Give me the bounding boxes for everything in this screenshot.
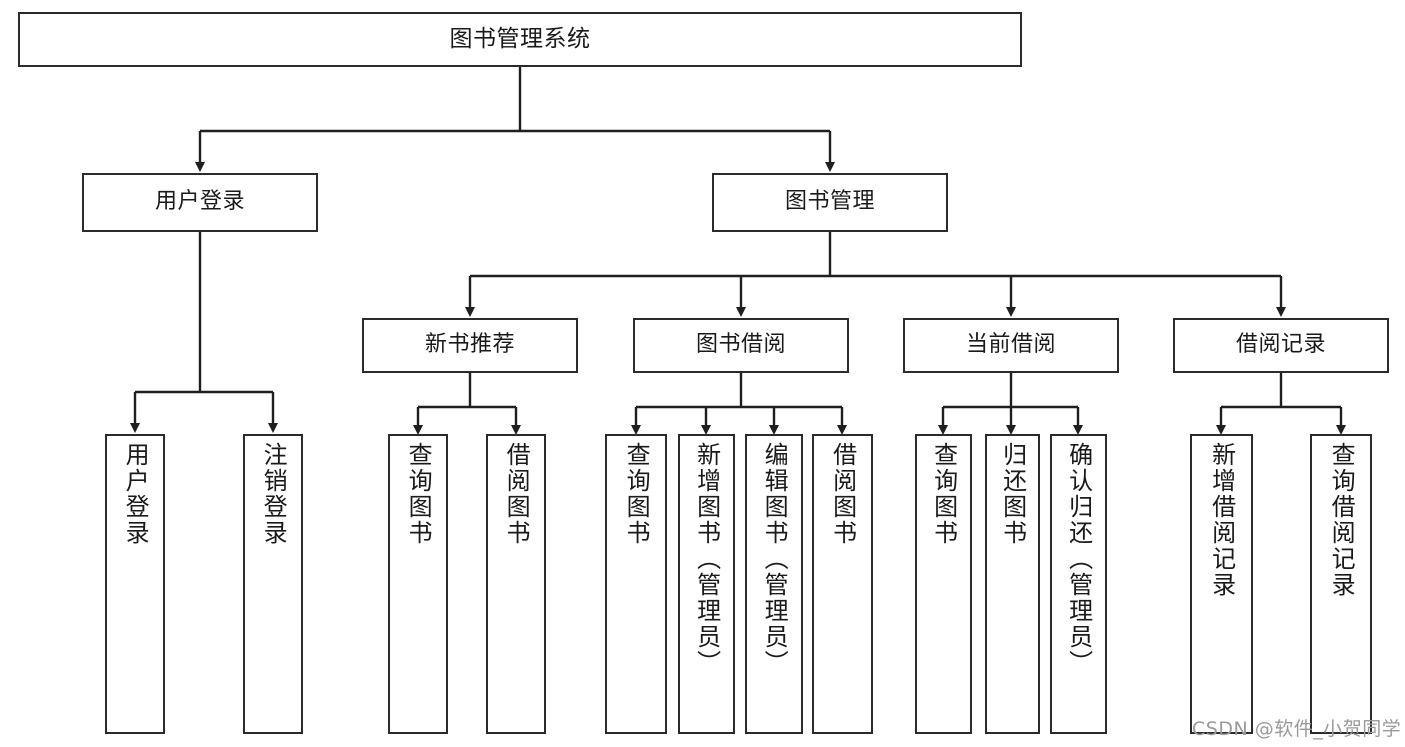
leaf-borrow-book-2[interactable]: 借阅图书 — [812, 434, 873, 734]
node-user-login[interactable]: 用户登录 — [82, 173, 318, 232]
leaf-query-book-1-label: 查询图书 — [404, 442, 433, 546]
leaf-query-record[interactable]: 查询借阅记录 — [1310, 434, 1372, 734]
leaf-edit-book-label: 编辑图书（管理员） — [760, 442, 789, 676]
node-new-book-recommend-label: 新书推荐 — [424, 332, 515, 358]
leaf-query-record-label: 查询借阅记录 — [1327, 442, 1356, 598]
leaf-query-book-3-label: 查询图书 — [929, 442, 958, 546]
node-book-manage[interactable]: 图书管理 — [712, 173, 948, 232]
node-root[interactable]: 图书管理系统 — [18, 12, 1022, 67]
leaf-return-book[interactable]: 归还图书 — [985, 434, 1040, 734]
leaf-query-book-3[interactable]: 查询图书 — [915, 434, 972, 734]
node-root-label: 图书管理系统 — [449, 25, 591, 52]
leaf-logout-label: 注销登录 — [259, 442, 288, 546]
leaf-borrow-book-2-label: 借阅图书 — [828, 442, 857, 546]
leaf-add-record[interactable]: 新增借阅记录 — [1190, 434, 1253, 734]
leaf-query-book-2[interactable]: 查询图书 — [605, 434, 667, 734]
node-borrow-record-label: 借阅记录 — [1235, 332, 1326, 358]
leaf-confirm-return[interactable]: 确认归还（管理员） — [1050, 434, 1107, 734]
node-book-manage-label: 图书管理 — [784, 189, 875, 215]
node-book-borrow-label: 图书借阅 — [695, 332, 786, 358]
leaf-confirm-return-label: 确认归还（管理员） — [1064, 442, 1093, 676]
node-new-book-recommend[interactable]: 新书推荐 — [362, 318, 578, 373]
leaf-add-record-label: 新增借阅记录 — [1207, 442, 1236, 598]
csdn-watermark: CSDN @软件_小贺同学 — [1192, 718, 1402, 740]
leaf-user-login-label: 用户登录 — [121, 442, 150, 546]
leaf-return-book-label: 归还图书 — [998, 442, 1027, 546]
node-book-borrow[interactable]: 图书借阅 — [633, 318, 849, 373]
node-current-borrow[interactable]: 当前借阅 — [903, 318, 1119, 373]
leaf-user-login[interactable]: 用户登录 — [105, 434, 165, 734]
node-current-borrow-label: 当前借阅 — [965, 332, 1056, 358]
leaf-query-book-2-label: 查询图书 — [622, 442, 651, 546]
leaf-logout[interactable]: 注销登录 — [243, 434, 303, 734]
node-user-login-label: 用户登录 — [154, 189, 245, 215]
leaf-edit-book[interactable]: 编辑图书（管理员） — [745, 434, 803, 734]
leaf-borrow-book-1[interactable]: 借阅图书 — [486, 434, 546, 734]
leaf-add-book-label: 新增图书（管理员） — [692, 442, 721, 676]
leaf-query-book-1[interactable]: 查询图书 — [388, 434, 448, 734]
leaf-add-book[interactable]: 新增图书（管理员） — [678, 434, 735, 734]
leaf-borrow-book-1-label: 借阅图书 — [502, 442, 531, 546]
node-borrow-record[interactable]: 借阅记录 — [1173, 318, 1389, 373]
